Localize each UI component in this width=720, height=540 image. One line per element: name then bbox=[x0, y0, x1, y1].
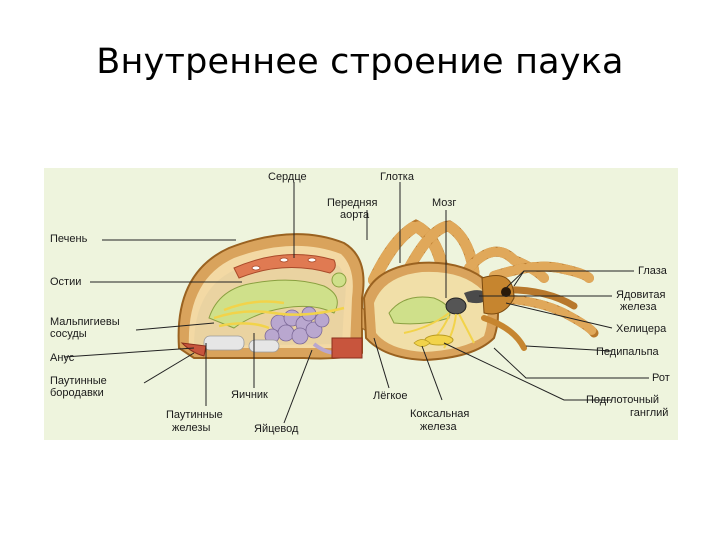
label-mouth: Рот bbox=[652, 372, 670, 384]
label-spinnerets-1: Паутинные bbox=[50, 375, 107, 387]
spider-anatomy-diagram: Сердце Глотка Передняя аорта Мозг Печень… bbox=[44, 168, 678, 440]
label-ovary: Яичник bbox=[231, 389, 268, 401]
label-malpighian-2: сосуды bbox=[50, 328, 87, 340]
label-subpharyngeal-1: Подглоточный bbox=[586, 394, 659, 406]
label-liver: Печень bbox=[50, 233, 88, 245]
label-silk-glands-1: Паутинные bbox=[166, 409, 223, 421]
label-coxal-1: Коксальная bbox=[410, 408, 469, 420]
label-coxal-2: железа bbox=[420, 421, 457, 433]
label-chelicera: Хелицера bbox=[616, 323, 667, 335]
label-pedipalp: Педипальпа bbox=[596, 346, 660, 358]
label-brain: Мозг bbox=[432, 197, 456, 209]
label-silk-glands-2: железы bbox=[172, 422, 210, 434]
brain bbox=[446, 298, 466, 314]
label-malpighian-1: Мальпигиевы bbox=[50, 316, 120, 328]
label-oviduct: Яйцевод bbox=[254, 423, 299, 435]
label-spinnerets-2: бородавки bbox=[50, 387, 104, 399]
slide-title: Внутреннее строение паука bbox=[0, 42, 720, 82]
label-pharynx: Глотка bbox=[380, 171, 415, 183]
label-venom-2: железа bbox=[620, 301, 657, 313]
label-front-aorta-2: аорта bbox=[340, 209, 370, 221]
label-subpharyngeal-2: ганглий bbox=[630, 407, 668, 419]
label-lung: Лёгкое bbox=[373, 390, 408, 402]
label-anus: Анус bbox=[50, 352, 75, 364]
label-ostia: Остии bbox=[50, 276, 81, 288]
label-venom-1: Ядовитая bbox=[616, 289, 666, 301]
label-heart: Сердце bbox=[268, 171, 307, 183]
label-front-aorta-1: Передняя bbox=[327, 197, 377, 209]
label-eyes: Глаза bbox=[638, 265, 668, 277]
book-lung bbox=[332, 338, 362, 358]
